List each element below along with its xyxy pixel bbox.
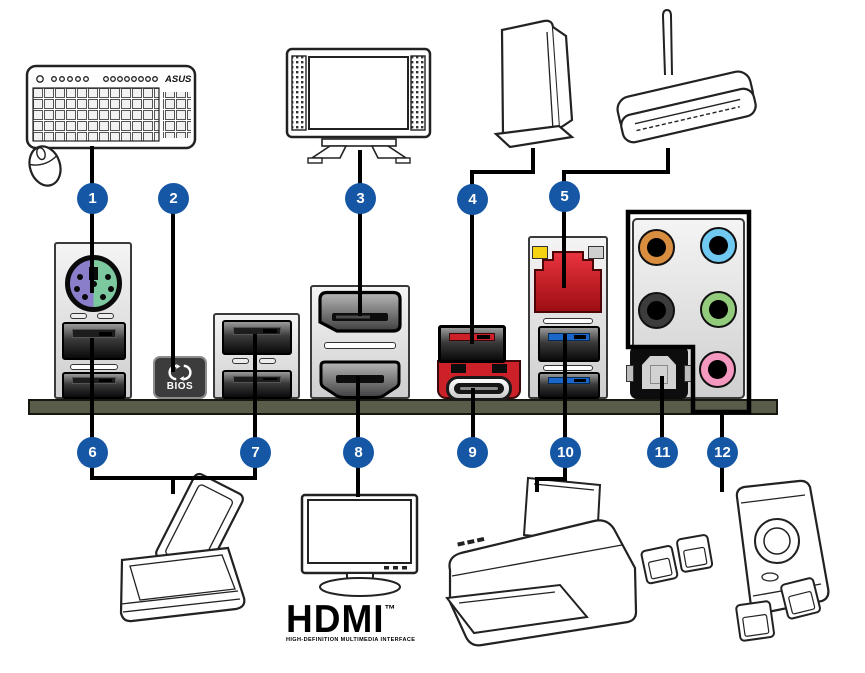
usb3-port-1 [538, 326, 600, 362]
slot-divider [543, 318, 593, 324]
ps2-pins [90, 280, 97, 287]
usb2-port-3 [222, 320, 292, 355]
slot-divider [70, 364, 118, 370]
hdmi-logo-tm: ™ [384, 603, 396, 617]
callout-9: 9 [457, 437, 488, 468]
optical-spdif-out-port [626, 346, 692, 399]
usb-tongue [71, 377, 117, 384]
printer-icon [445, 476, 638, 647]
usb3-port-2 [538, 372, 600, 399]
wireless-router-icon [616, 8, 757, 144]
audio-jack-center-sub-orange [638, 229, 675, 266]
bios-flashback-button: BIOS [153, 356, 207, 399]
usb2-port-2 [62, 372, 126, 399]
displayport [318, 290, 402, 333]
external-enclosure-icon [493, 19, 575, 149]
usb-tongue-blue [547, 377, 591, 384]
io-shield-bar [28, 399, 778, 415]
speakers-icon [640, 479, 830, 642]
usb31-gen2-type-a-port [438, 325, 506, 363]
usb-tongue [232, 375, 282, 383]
callout-11: 11 [647, 437, 678, 468]
lan-led-speed [588, 246, 604, 259]
callout-4: 4 [457, 184, 488, 215]
hdmi-monitor-icon [300, 493, 419, 597]
tv-icon [285, 47, 432, 164]
callout-6: 6 [77, 437, 108, 468]
vent-marks [232, 358, 276, 364]
audio-jack-line-out-green [700, 291, 737, 328]
callout-7: 7 [240, 437, 271, 468]
scanner-icon [119, 472, 246, 623]
usb-tongue [232, 326, 282, 335]
mouse-icon [28, 145, 62, 187]
usb2-port-4 [222, 370, 292, 399]
audio-jack-rear-black [638, 292, 675, 329]
callout-3: 3 [345, 183, 376, 214]
lan-led-activity [532, 246, 548, 259]
usb-tongue [71, 329, 117, 339]
bios-label: BIOS [166, 380, 194, 392]
hdmi-logo-word: HDMI™ [286, 592, 436, 641]
asus-logo: ASUS [164, 74, 192, 85]
usb-tongue-blue [547, 332, 591, 342]
audio-jack-line-in-lightblue [700, 227, 737, 264]
hdmi-port [319, 360, 401, 399]
vent-marks [70, 313, 114, 319]
slot-divider [543, 365, 593, 371]
usb2-port-1 [62, 322, 126, 360]
hdmi-logo: HDMI™ HIGH-DEFINITION MULTIMEDIA INTERFA… [286, 593, 436, 643]
flashback-arrows-icon [168, 363, 192, 381]
callout-1: 1 [77, 183, 108, 214]
callout-10: 10 [550, 437, 581, 468]
keyboard-icon: ASUS [25, 64, 197, 150]
callout-8: 8 [343, 437, 374, 468]
toslink-opening [642, 356, 676, 389]
slot-divider [324, 342, 396, 349]
callout-2: 2 [158, 183, 189, 214]
lan-port [534, 251, 602, 313]
hdmi-logo-text: HDMI [286, 597, 385, 641]
audio-jack-mic-pink [699, 351, 736, 388]
hdmi-logo-tagline: HIGH-DEFINITION MULTIMEDIA INTERFACE [286, 637, 416, 643]
ps2-keyboard-mouse-port [65, 255, 122, 312]
callout-5: 5 [549, 181, 580, 212]
usb-tongue-red [449, 332, 495, 342]
callout-12: 12 [707, 437, 738, 468]
usb31-gen2-type-c-port [446, 376, 512, 401]
